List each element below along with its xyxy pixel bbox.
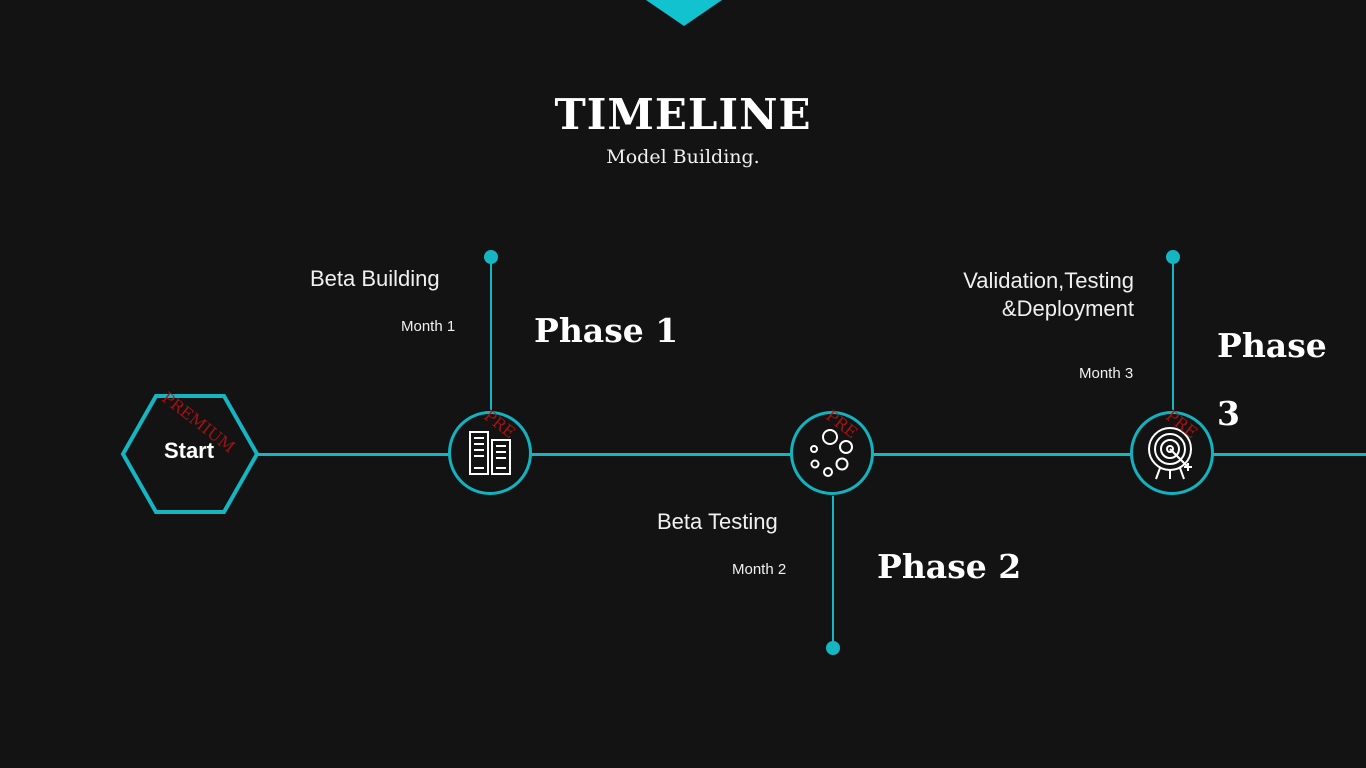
step3-phase: Phase 3 — [1217, 312, 1327, 448]
step2-month: Month 2 — [732, 561, 787, 578]
top-accent-tab — [646, 0, 722, 26]
bubbles-icon — [810, 429, 853, 477]
step1-dot — [484, 250, 498, 264]
step2-phase: Phase 2 — [877, 547, 1022, 586]
step3-title: Validation,Testing &Deployment — [934, 267, 1134, 323]
step3-month: Month 3 — [1079, 365, 1134, 382]
target-icon — [1148, 427, 1192, 480]
page-subtitle: Model Building. — [606, 146, 760, 168]
start-hexagon — [120, 394, 260, 514]
step3-phase-number: 3 — [1217, 394, 1240, 433]
step2-dot — [826, 641, 840, 655]
page-title: TIMELINE — [554, 90, 812, 139]
step1-title: Beta Building — [310, 266, 440, 291]
step3-title-line1: Validation,Testing — [963, 268, 1134, 293]
step1-month: Month 1 — [401, 318, 456, 335]
step2-stem — [832, 496, 834, 646]
step1-node[interactable] — [448, 411, 532, 495]
step3-phase-word: Phase — [1217, 326, 1327, 365]
step3-stem — [1172, 258, 1174, 410]
step3-title-line2: &Deployment — [1001, 296, 1134, 321]
server-icon — [469, 431, 511, 475]
step3-node[interactable] — [1130, 411, 1214, 495]
step3-dot — [1166, 250, 1180, 264]
step1-phase: Phase 1 — [534, 311, 679, 350]
step2-title: Beta Testing — [657, 509, 778, 534]
start-label: Start — [163, 438, 215, 463]
step1-stem — [490, 258, 492, 410]
step2-node[interactable] — [790, 411, 874, 495]
